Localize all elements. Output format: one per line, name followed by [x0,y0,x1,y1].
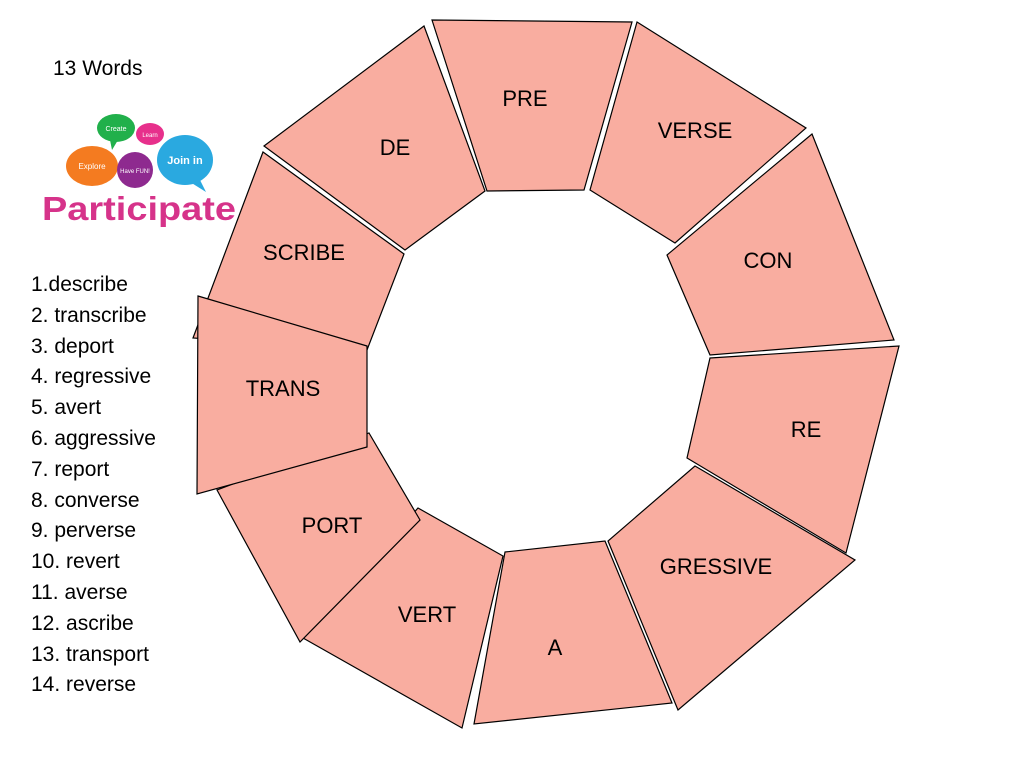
segment-de-label: DE [380,135,411,160]
segment-re[interactable]: RE [686,345,900,554]
word-list-item: 2. transcribe [31,303,147,327]
explore-bubble: Explore [66,146,118,186]
page-heading: 13 Words [53,57,143,80]
segment-de[interactable]: DE [262,25,486,251]
word-list-item: 3. deport [31,334,114,358]
segment-trans[interactable]: TRANS [196,295,368,495]
segment-a[interactable]: A [473,540,673,725]
learn-bubble: Learn [136,123,164,145]
segment-a-label: A [548,635,563,660]
participate-logo: Create Learn Explore Have FUN! Join in P… [42,114,236,227]
word-list-item: 12. ascribe [31,611,134,635]
create-bubble: Create [97,114,135,150]
have-fun-bubble: Have FUN! [117,152,153,188]
segment-re-label: RE [791,417,822,442]
segment-gressive[interactable]: GRESSIVE [607,465,857,711]
join-in-bubble: Join in [157,135,213,192]
word-list-item: 1.describe [31,273,128,296]
segment-verse[interactable]: VERSE [589,21,808,244]
segment-con[interactable]: CON [666,133,895,356]
word-list-item: 13. transport [31,642,149,666]
segment-trans-label: TRANS [246,376,321,401]
segment-pre-label: PRE [502,86,547,111]
word-list: 1.describe 2. transcribe 3. deport 4. re… [31,270,156,701]
word-list-item: 6. aggressive [31,426,156,450]
segment-pre[interactable]: PRE [431,19,633,192]
word-list-item: 9. perverse [31,519,137,543]
word-list-item: 4. regressive [31,365,152,389]
have-fun-bubble-label: Have FUN! [120,169,150,175]
word-list-item: 7. report [31,457,110,481]
segment-verse-label: VERSE [658,118,733,143]
word-list-item: 14. reverse [31,673,137,697]
explore-bubble-label: Explore [78,162,106,171]
word-list-item: 5. avert [31,396,102,420]
segment-port-label: PORT [302,513,363,538]
segment-vert-label: VERT [398,602,456,627]
word-list-item: 8. converse [31,488,140,512]
segment-scribe-label: SCRIBE [263,240,345,265]
segment-gressive-label: GRESSIVE [660,554,772,579]
word-list-item: 11. averse [31,580,128,604]
participate-wordmark: Participate [42,190,236,227]
word-list-item: 10. revert [31,550,120,574]
join-in-bubble-label: Join in [167,155,203,167]
segment-vert[interactable]: VERT [302,507,504,729]
create-bubble-label: Create [105,126,126,133]
segment-con-label: CON [744,248,793,273]
learn-bubble-label: Learn [142,133,157,139]
